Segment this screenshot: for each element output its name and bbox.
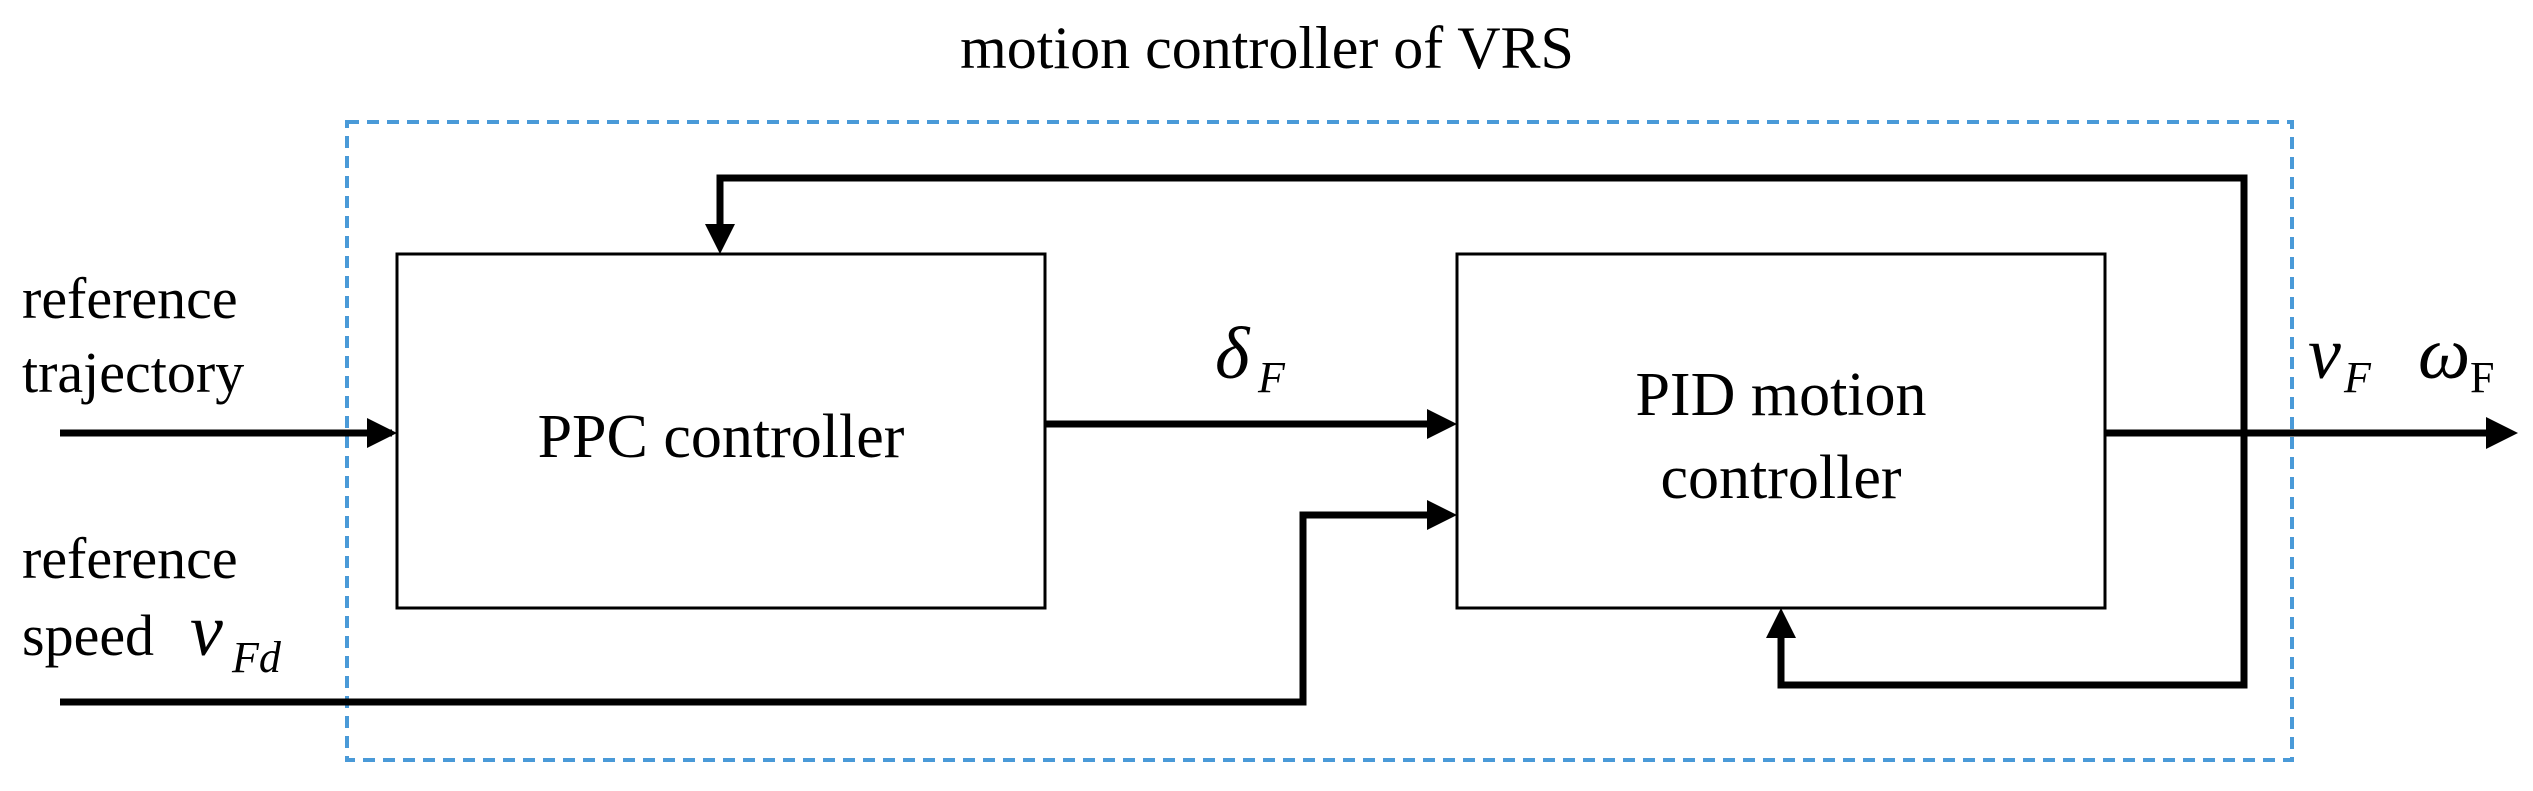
- output-arrowhead: [2486, 417, 2518, 449]
- diagram-title: motion controller of VRS: [960, 15, 1574, 81]
- delta-symbol-subscript: F: [1257, 353, 1286, 402]
- pid-controller-label-line2: controller: [1660, 444, 1901, 512]
- ppc-controller-label: PPC controller: [538, 403, 905, 471]
- speed-arrowhead: [1427, 500, 1457, 530]
- omega-output-subscript: F: [2470, 353, 2494, 402]
- input-trajectory-label-line2: trajectory: [22, 340, 244, 405]
- input-speed-label-line1: reference: [22, 526, 238, 591]
- speed-input-line: [60, 511, 1435, 706]
- feedback-to-pid-arrowhead: [1766, 608, 1796, 638]
- v-output-symbol: v: [2308, 313, 2341, 395]
- feedback-to-pid-line: [1777, 433, 2248, 689]
- feedback-to-ppc-line: [716, 174, 2248, 433]
- pid-controller-label-line1: PID motion: [1635, 361, 1926, 429]
- feedback-to-ppc-arrowhead: [705, 224, 735, 254]
- speed-symbol: v: [190, 590, 223, 672]
- trajectory-arrowhead: [367, 418, 397, 448]
- v-output-subscript: F: [2343, 353, 2372, 402]
- delta-symbol: δ: [1215, 313, 1251, 395]
- input-speed-label-line2: speed: [22, 603, 154, 668]
- omega-output-symbol: ω: [2418, 313, 2470, 395]
- speed-symbol-subscript: Fd: [231, 633, 282, 682]
- controller-boundary: [345, 120, 2294, 762]
- ppc-controller-block: [395, 252, 1047, 610]
- ppc-to-pid-arrowhead: [1427, 409, 1457, 439]
- pid-controller-block: [1455, 252, 2107, 610]
- input-trajectory-label-line1: reference: [22, 266, 238, 331]
